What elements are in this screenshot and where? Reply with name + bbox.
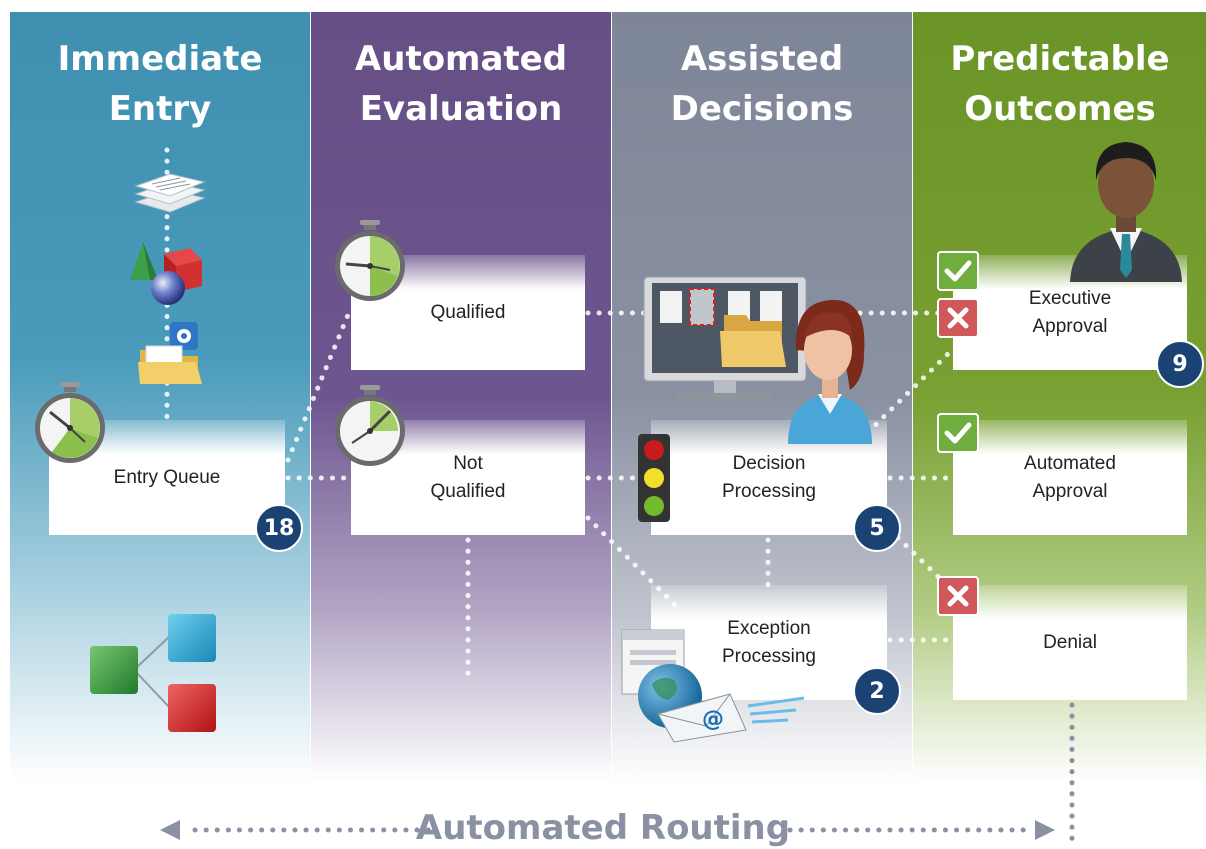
woman-agent-icon (788, 300, 872, 444)
denial-box: Denial (953, 585, 1187, 700)
exception-processing-count-badge: 2 (853, 667, 901, 715)
automated-approval-box: Automated Approval (953, 420, 1187, 535)
decision-processing-count-badge: 5 (853, 504, 901, 552)
traffic-light-icon (638, 434, 670, 522)
executive-approval-count-badge: 9 (1156, 340, 1204, 388)
exception-processing-label: Exception Processing (722, 617, 816, 667)
hierarchy-icon (90, 614, 216, 732)
businessman-icon (1070, 142, 1182, 282)
column-title-immediate-entry: Immediate Entry (57, 39, 263, 129)
automated-approval-label: Automated Approval (1024, 452, 1116, 502)
entry-queue-count-badge: 18 (255, 504, 303, 552)
column-automated-evaluation: Automated Evaluation (311, 12, 611, 782)
executive-approval-label: Executive Approval (1028, 287, 1112, 337)
qualified-label: Qualified (430, 301, 506, 323)
globe-email-icon: @ (621, 629, 805, 743)
entry-queue-label: Entry Queue (113, 466, 221, 488)
approve-check-icon (937, 251, 979, 291)
documents-icon (134, 173, 206, 213)
decision-processing-label: Decision Processing (722, 452, 816, 502)
stopwatch-icon (335, 385, 405, 466)
svg-text:@: @ (702, 707, 724, 732)
stopwatch-icon (335, 220, 405, 301)
deny-x-icon (937, 576, 979, 616)
column-title-automated-evaluation: Automated Evaluation (354, 39, 568, 129)
automated-routing-label: Automated Routing (415, 808, 791, 848)
column-title-assisted-decisions: Assisted Decisions (670, 39, 854, 129)
deny-x-icon (937, 298, 979, 338)
column-title-predictable-outcomes: Predictable Outcomes (950, 39, 1170, 129)
computer-monitor-icon (643, 276, 807, 401)
denial-label: Denial (1043, 631, 1097, 653)
approve-check-icon (937, 413, 979, 453)
folder-gear-icon (138, 322, 202, 384)
shapes-icon (130, 242, 202, 305)
not-qualified-label: Not Qualified (430, 452, 506, 502)
stopwatch-icon (35, 382, 105, 463)
